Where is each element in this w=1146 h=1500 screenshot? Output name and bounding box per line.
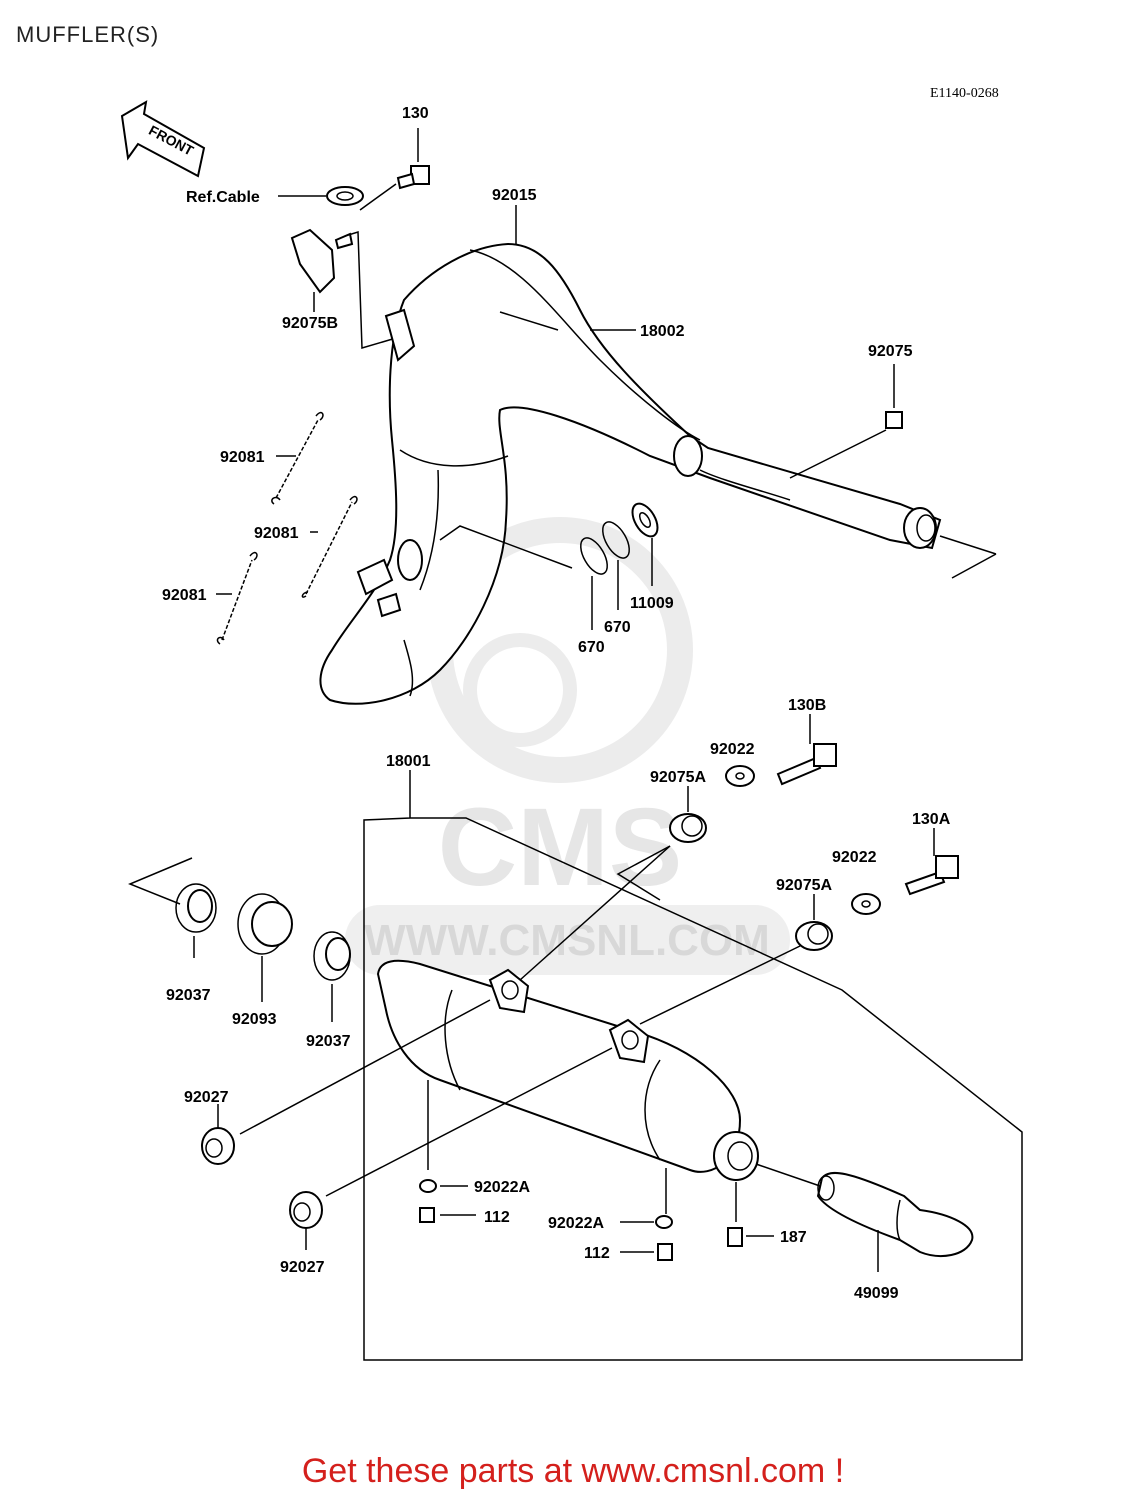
label-92075a-b: 92075A — [776, 877, 832, 894]
o-ring-670-a-icon — [580, 537, 608, 630]
bolt-130b-icon — [776, 714, 837, 786]
label-92075b: 92075B — [282, 315, 338, 332]
footer-link[interactable]: Get these parts at www.cmsnl.com ! — [301, 1452, 845, 1490]
bolt-130a-icon — [904, 828, 959, 896]
grommet-92075-icon — [789, 364, 903, 479]
label-92075: 92075 — [868, 343, 913, 360]
spring-92081-c-icon — [216, 551, 258, 645]
label-92022a-a: 92022A — [474, 1179, 530, 1196]
watermark-url: WWW.CMSNL.COM — [364, 916, 770, 965]
label-92081-b: 92081 — [254, 525, 299, 542]
clamp-92037-a-icon — [175, 883, 217, 958]
label-92015: 92015 — [492, 187, 537, 204]
washer-92022-b-icon — [851, 893, 881, 915]
label-18002: 18002 — [640, 323, 685, 340]
label-130b: 130B — [788, 697, 826, 714]
label-18001: 18001 — [386, 753, 431, 770]
assembly-frame — [363, 770, 1023, 1361]
label-92075a-a: 92075A — [650, 769, 706, 786]
cable-clamp-icon — [278, 183, 397, 211]
spring-92081-a-icon — [271, 411, 324, 505]
grommet-92075a-a-icon — [669, 786, 707, 843]
label-92027-a: 92027 — [184, 1089, 229, 1106]
label-ref-cable: Ref.Cable — [186, 189, 260, 206]
expansion-chamber-18002-icon — [319, 242, 997, 705]
label-92081-c: 92081 — [162, 587, 207, 604]
label-112-a: 112 — [484, 1209, 510, 1226]
label-11009: 11009 — [630, 595, 674, 612]
label-49099: 49099 — [854, 1285, 899, 1302]
bolt-187-icon — [727, 1227, 774, 1247]
label-670-a: 670 — [578, 639, 605, 656]
label-92022a-b: 92022A — [548, 1215, 604, 1232]
label-92037-a: 92037 — [166, 987, 211, 1004]
label-187: 187 — [780, 1229, 807, 1246]
cap-92027-b-icon — [289, 1191, 323, 1250]
gasket-11009-icon — [631, 502, 659, 586]
label-112-b: 112 — [584, 1245, 610, 1262]
page-title: MUFFLER(S) — [16, 22, 160, 47]
grommet-92075a-b-icon — [795, 894, 833, 951]
washer-92022a-a-icon — [419, 1179, 468, 1193]
tail-pipe-49099-icon — [816, 1171, 974, 1272]
spring-92081-b-icon — [301, 495, 358, 598]
label-670-b: 670 — [604, 619, 631, 636]
bolt-112-a-icon — [419, 1207, 476, 1223]
bracket-92075b-icon — [290, 228, 397, 349]
label-92027-b: 92027 — [280, 1259, 325, 1276]
label-92081-a: 92081 — [220, 449, 265, 466]
front-arrow-icon: FRONT — [120, 100, 206, 178]
cap-92027-a-icon — [201, 1104, 235, 1165]
bolt-130-icon — [396, 128, 430, 190]
label-92093: 92093 — [232, 1011, 277, 1028]
label-92037-b: 92037 — [306, 1033, 351, 1050]
label-130: 130 — [402, 105, 429, 122]
label-130a: 130A — [912, 811, 951, 828]
clamp-92037-b-icon — [313, 931, 351, 1022]
parts-diagram: CMS WWW.CMSNL.COM FRONT 130 Ref.Cable 92… — [120, 100, 1023, 1361]
bolt-112-b-icon — [620, 1243, 673, 1261]
washer-92022a-b-icon — [620, 1215, 673, 1229]
label-92022-b: 92022 — [832, 849, 877, 866]
label-92022-a: 92022 — [710, 741, 755, 758]
diagram-code: E1140-0268 — [930, 86, 999, 101]
o-ring-670-b-icon — [602, 521, 630, 610]
washer-92022-a-icon — [725, 765, 755, 787]
joint-92093-icon — [237, 893, 293, 1002]
silencer-18001-icon — [239, 845, 821, 1222]
